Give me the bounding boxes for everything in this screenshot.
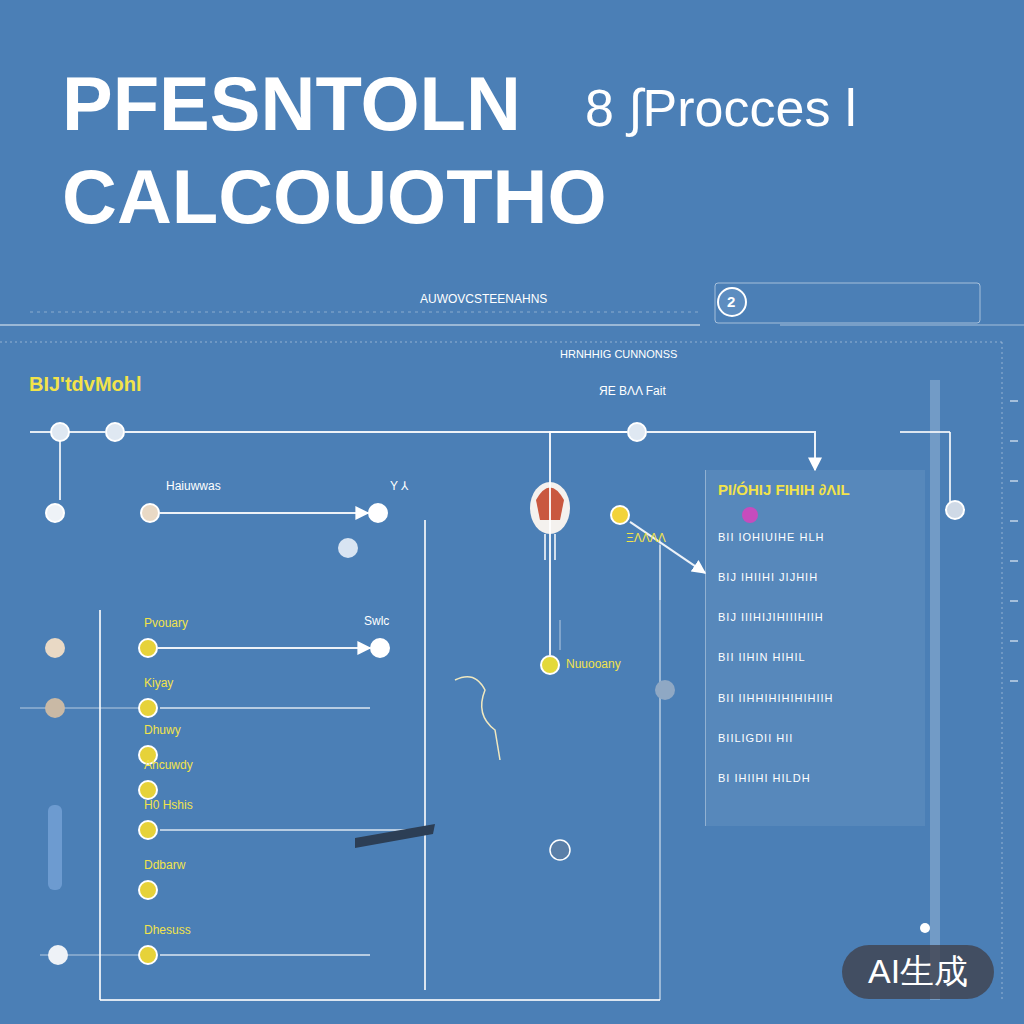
panel-line: BII IIHHIHIHIHIHIIH xyxy=(718,691,913,705)
info-panel: PI/ÓHIJ FIHIH ∂ΛIL BII IOHIUIHE HLH BIJ IH… xyxy=(705,470,925,826)
panel-line: BI IHIIHI HILDH xyxy=(718,771,913,785)
flow-node: Y ⅄ xyxy=(368,503,388,523)
subtitle: 8 ∫Procces l xyxy=(585,78,856,138)
watermark: AI生成 xyxy=(842,945,994,999)
flow-node: BIJ'tdvMohl xyxy=(105,422,125,442)
node-label: H0 Hshis xyxy=(144,798,193,812)
flow-node: ЯE BΛΛ Fait xyxy=(627,422,647,442)
node-label: Dhesuss xyxy=(144,923,191,937)
node-label: ΞΛΛΛΛ xyxy=(626,531,666,545)
flow-node: H0 Hshis xyxy=(138,820,158,840)
node-label: Y ⅄ xyxy=(390,479,408,493)
flow-connector xyxy=(630,522,705,573)
flow-node: Ddbarw xyxy=(138,880,158,900)
node-label: Dhuwy xyxy=(144,723,181,737)
section-note: HRNHHIG CUNNONSS xyxy=(560,348,677,360)
panel-heading: PI/ÓHIJ FIHIH ∂ΛIL xyxy=(718,480,913,500)
flow-connector xyxy=(158,647,370,649)
flow-node: Kiyay xyxy=(138,698,158,718)
flow-connector xyxy=(550,432,627,655)
callout-number: 2 xyxy=(727,293,735,310)
node-label: Nuuooany xyxy=(566,657,621,671)
flow-node: Swlc xyxy=(370,638,390,658)
node-label: Pvouary xyxy=(144,616,188,630)
flow-node: Pvouary xyxy=(138,638,158,658)
node-label: Ahcuwdy xyxy=(144,758,193,772)
flow-connector xyxy=(647,432,815,470)
panel-line: BIJ IHIIHI JIJHIH xyxy=(718,570,913,584)
node-label: Haiuwwas xyxy=(166,479,221,493)
flow-node: Dhesuss xyxy=(138,945,158,965)
node-label: Ddbarw xyxy=(144,858,185,872)
flow-connector xyxy=(160,512,368,514)
panel-line: BIILIGDII HII xyxy=(718,731,913,745)
node-label: Swlc xyxy=(364,614,389,628)
flow-node: Haiuwwas xyxy=(140,503,160,523)
node-label: Kiyay xyxy=(144,676,173,690)
header-note: AUWOVCSTEENAHNS xyxy=(420,292,547,306)
panel-line: BII IOHIUIHE HLH xyxy=(718,530,913,544)
flow-node: Ahcuwdy xyxy=(138,780,158,800)
node-label: ЯE BΛΛ Fait xyxy=(599,384,666,398)
panel-line: BIJ IIIHIJIHIIIHIIH xyxy=(718,610,913,624)
flow-node: ΞΛΛΛΛ xyxy=(610,505,630,525)
panel-line: BII IIHIN HIHIL xyxy=(718,650,913,664)
node-label: BIJ'tdvMohl xyxy=(29,372,142,396)
flow-node: Nuuooany xyxy=(540,655,560,675)
